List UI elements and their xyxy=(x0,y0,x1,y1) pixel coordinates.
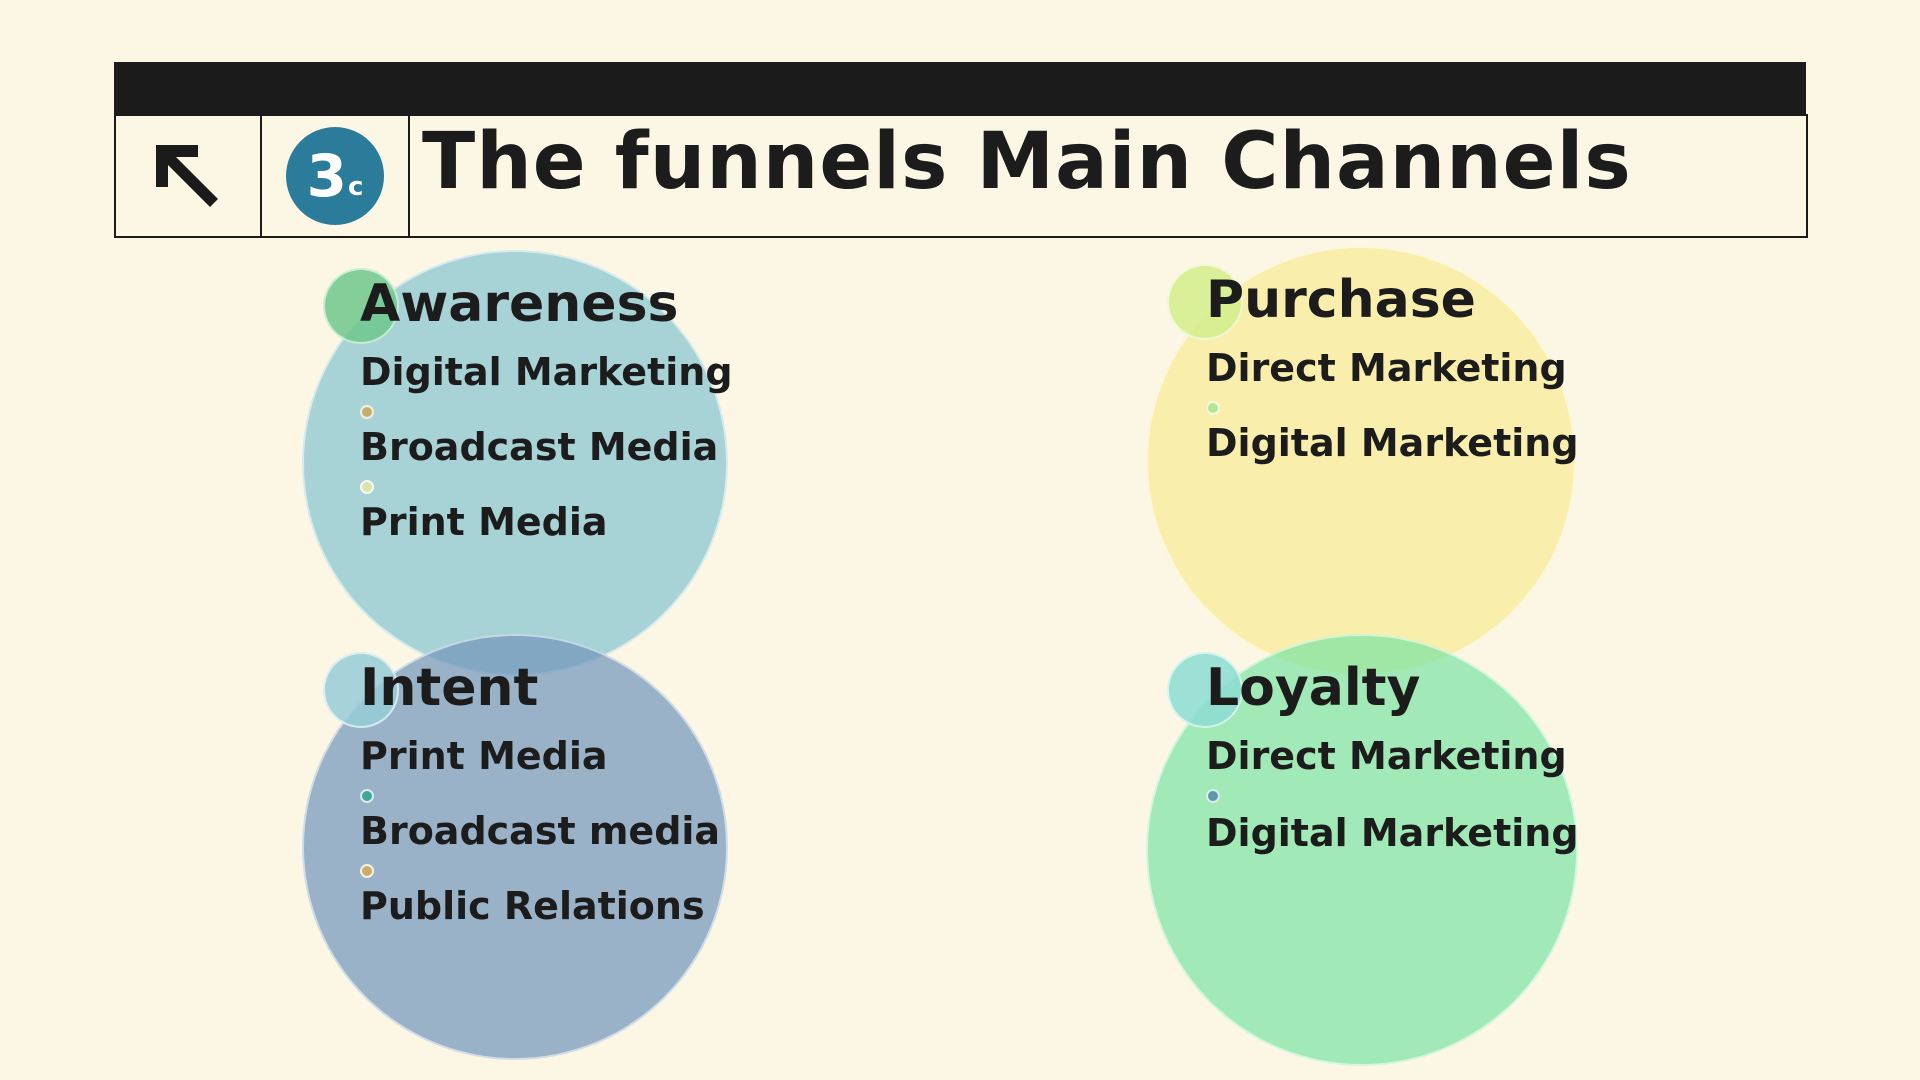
intent-item: Print Media xyxy=(360,734,608,778)
page-title: The funnels Main Channels xyxy=(422,117,1632,207)
arrow-up-left-icon xyxy=(156,145,218,207)
bullet-dot xyxy=(360,864,374,878)
bullet-dot xyxy=(360,405,374,419)
bullet-dot xyxy=(360,480,374,494)
loyalty-marker xyxy=(1167,652,1243,728)
intent-item: Broadcast media xyxy=(360,809,721,853)
back-button[interactable] xyxy=(114,116,262,236)
loyalty-heading: Loyalty xyxy=(1206,658,1421,718)
badge-number: 3 xyxy=(306,142,347,210)
awareness-item: Broadcast Media xyxy=(360,425,719,469)
purchase-item: Direct Marketing xyxy=(1206,346,1567,390)
intent-marker xyxy=(323,652,399,728)
awareness-heading: Awareness xyxy=(360,274,679,334)
awareness-item: Print Media xyxy=(360,500,608,544)
intent-item: Public Relations xyxy=(360,884,705,928)
bullet-dot xyxy=(360,789,374,803)
purchase-marker xyxy=(1167,264,1243,340)
intent-heading: Intent xyxy=(360,658,539,718)
header-bar xyxy=(114,62,1806,116)
badge-suffix: c xyxy=(347,172,364,202)
purchase-item: Digital Marketing xyxy=(1206,421,1579,465)
purchase-heading: Purchase xyxy=(1206,270,1476,330)
bullet-dot xyxy=(1206,401,1220,415)
awareness-marker xyxy=(323,268,399,344)
bullet-dot xyxy=(1206,789,1220,803)
header-box xyxy=(114,114,1808,238)
awareness-item: Digital Marketing xyxy=(360,350,733,394)
intent-circle xyxy=(302,634,728,1060)
loyalty-item: Direct Marketing xyxy=(1206,734,1567,778)
loyalty-item: Digital Marketing xyxy=(1206,811,1579,855)
